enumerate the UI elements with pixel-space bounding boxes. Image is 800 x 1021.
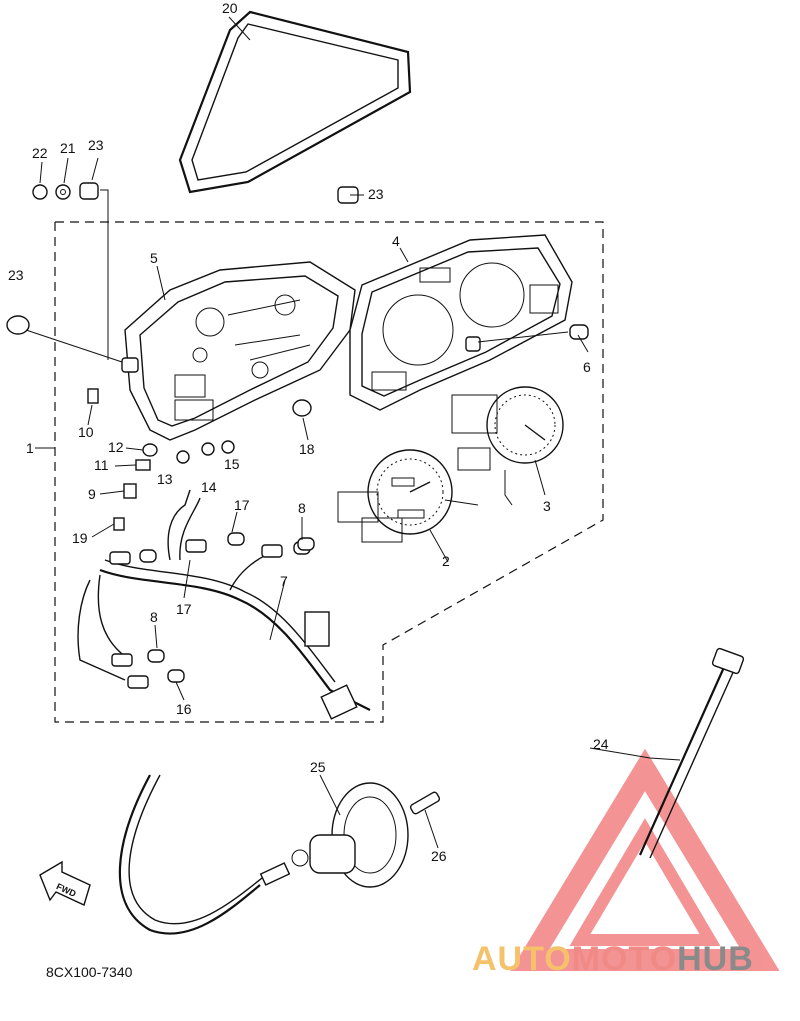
callout-24: 24 bbox=[593, 736, 609, 752]
callout-26: 26 bbox=[431, 848, 447, 864]
callout-17-top: 17 bbox=[234, 497, 250, 513]
callout-22: 22 bbox=[32, 145, 48, 161]
callout-7: 7 bbox=[280, 573, 288, 589]
watermark-auto: AUTO bbox=[472, 940, 572, 978]
callout-14: 14 bbox=[201, 479, 217, 495]
callout-4: 4 bbox=[392, 233, 400, 249]
callout-8-top: 8 bbox=[298, 500, 306, 516]
part-26-pin bbox=[409, 791, 441, 815]
callout-labels: 20 22 21 23 23 23 5 4 6 1 10 12 11 13 14… bbox=[8, 0, 609, 864]
callout-25: 25 bbox=[310, 759, 326, 775]
assembly-boundary bbox=[54, 221, 604, 723]
callout-18: 18 bbox=[299, 441, 315, 457]
part-24-meter-cable bbox=[118, 647, 745, 935]
fwd-arrow-icon bbox=[39, 860, 91, 906]
callout-15: 15 bbox=[224, 456, 240, 472]
watermark-text: AUTOMOTOHUB bbox=[472, 940, 754, 978]
callout-12: 10 bbox=[78, 424, 94, 440]
watermark-logo bbox=[510, 748, 780, 971]
part-25-gear-unit bbox=[291, 782, 409, 888]
callout-20: 20 bbox=[222, 0, 238, 16]
callout-21: 21 bbox=[60, 140, 76, 156]
callout-1: 1 bbox=[26, 440, 34, 456]
callout-8-bottom: 8 bbox=[150, 609, 158, 625]
part-5-meter-case bbox=[124, 261, 356, 441]
callout-3: 3 bbox=[543, 498, 551, 514]
part-3-tachometer bbox=[451, 386, 564, 506]
callout-6: 6 bbox=[583, 359, 591, 375]
callout-17-bottom: 17 bbox=[176, 601, 192, 617]
part-7-wire-harness bbox=[77, 489, 371, 720]
watermark-moto: MOTO bbox=[572, 940, 677, 978]
callout-10: 11 bbox=[94, 457, 109, 473]
callout-23-left: 23 bbox=[8, 267, 24, 283]
callout-13: 13 bbox=[157, 471, 173, 487]
callout-11: 12 bbox=[108, 439, 124, 455]
callout-23-right: 23 bbox=[368, 186, 384, 202]
callout-9: 9 bbox=[88, 486, 96, 502]
part-2-speedometer bbox=[337, 449, 479, 543]
watermark-hub: HUB bbox=[677, 940, 754, 978]
callout-16: 16 bbox=[176, 701, 192, 717]
callout-2: 2 bbox=[442, 553, 450, 569]
part-4-meter-panel bbox=[349, 234, 573, 411]
callout-23-top: 23 bbox=[88, 137, 104, 153]
part-20-gasket bbox=[178, 10, 412, 194]
callout-5: 5 bbox=[150, 250, 158, 266]
drawing-code: 8CX100-7340 bbox=[46, 964, 133, 980]
callout-19: 19 bbox=[72, 530, 88, 546]
leader-lines bbox=[25, 16, 681, 849]
